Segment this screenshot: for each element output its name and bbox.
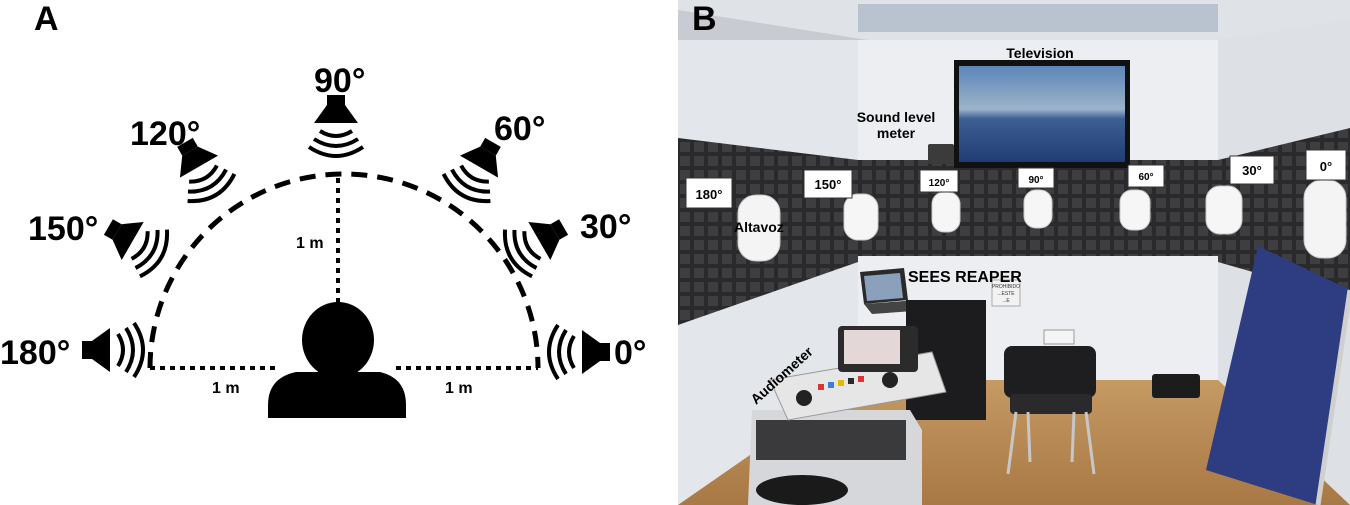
panel-b-letter: B: [692, 0, 717, 38]
svg-text:150°: 150°: [815, 177, 842, 192]
panel-a-letter: A: [34, 0, 59, 38]
chair: [1004, 346, 1096, 475]
audiometer-cart: [748, 326, 947, 505]
listener-head-icon: [268, 302, 406, 418]
distance-label-left: 1 m: [212, 380, 240, 397]
wall-speaker-0: [1303, 179, 1347, 259]
blue-acoustic-panel: [1206, 246, 1350, 505]
label-altavoz: Altavoz: [734, 219, 784, 235]
angle-label-150: 150°: [28, 210, 98, 248]
svg-text:30°: 30°: [1242, 163, 1262, 178]
svg-text:PROHIBIDO: PROHIBIDO: [992, 284, 1020, 290]
svg-text:60°: 60°: [1138, 172, 1153, 183]
angle-card-0: 0°: [1305, 149, 1347, 181]
laptop: [860, 268, 928, 314]
distance-label-vertical: 1 m: [296, 235, 324, 252]
speaker-180-icon: [80, 321, 145, 379]
angle-card-120: 120°: [919, 169, 959, 193]
speaker-150-icon: [92, 201, 177, 283]
wall-socket: [1043, 329, 1075, 345]
wall-sign: PROHIBIDO ...ESTE ...E: [991, 279, 1021, 307]
panel-b-room-photo: 180° 150° 120° 90° 60° 30° 0° PROHIBIDO …: [678, 0, 1350, 505]
angle-card-180: 180°: [685, 177, 733, 209]
floor-device: [1152, 374, 1200, 398]
dashed-semicircle: [147, 171, 541, 369]
angle-label-120: 120°: [130, 115, 200, 153]
angle-card-30: 30°: [1229, 155, 1275, 185]
label-television: Television: [1006, 45, 1073, 61]
stool: [756, 475, 848, 505]
wall-speaker-30: [1205, 185, 1243, 235]
angle-card-150: 150°: [803, 169, 853, 199]
distance-label-right: 1 m: [445, 380, 473, 397]
svg-text:0°: 0°: [1320, 159, 1332, 174]
wall-speaker-90: [1023, 189, 1053, 229]
angle-label-0: 0°: [614, 334, 647, 372]
svg-text:90°: 90°: [1028, 175, 1043, 186]
speaker-0-icon: [547, 323, 612, 381]
wall-speaker-180: [737, 194, 781, 262]
angle-card-60: 60°: [1127, 164, 1165, 188]
label-sound-level-meter-line1: Sound level: [857, 109, 936, 125]
angle-label-90: 90°: [314, 62, 365, 100]
wall-speaker-120: [931, 191, 961, 233]
svg-text:...ESTE: ...ESTE: [997, 291, 1015, 297]
label-sees-reaper: SEES REAPER: [908, 269, 1022, 286]
wall-speaker-60: [1119, 189, 1151, 231]
label-sound-level-meter-line2: meter: [877, 125, 916, 141]
sound-level-meter: [928, 144, 954, 164]
wall-speaker-150: [843, 193, 879, 241]
svg-text:...E: ...E: [1002, 298, 1010, 304]
angle-label-30: 30°: [580, 208, 631, 246]
ceiling-light: [858, 4, 1218, 32]
svg-text:180°: 180°: [696, 187, 723, 202]
speaker-90-icon: [307, 93, 365, 158]
angle-card-90: 90°: [1017, 167, 1055, 189]
angle-label-180: 180°: [0, 334, 70, 372]
svg-text:120°: 120°: [929, 178, 950, 189]
panel-a-diagram: A 1 m 1 m 1 m 0° 30° 60° 90° 120° 150° 1…: [0, 0, 647, 418]
angle-label-60: 60°: [494, 110, 545, 148]
